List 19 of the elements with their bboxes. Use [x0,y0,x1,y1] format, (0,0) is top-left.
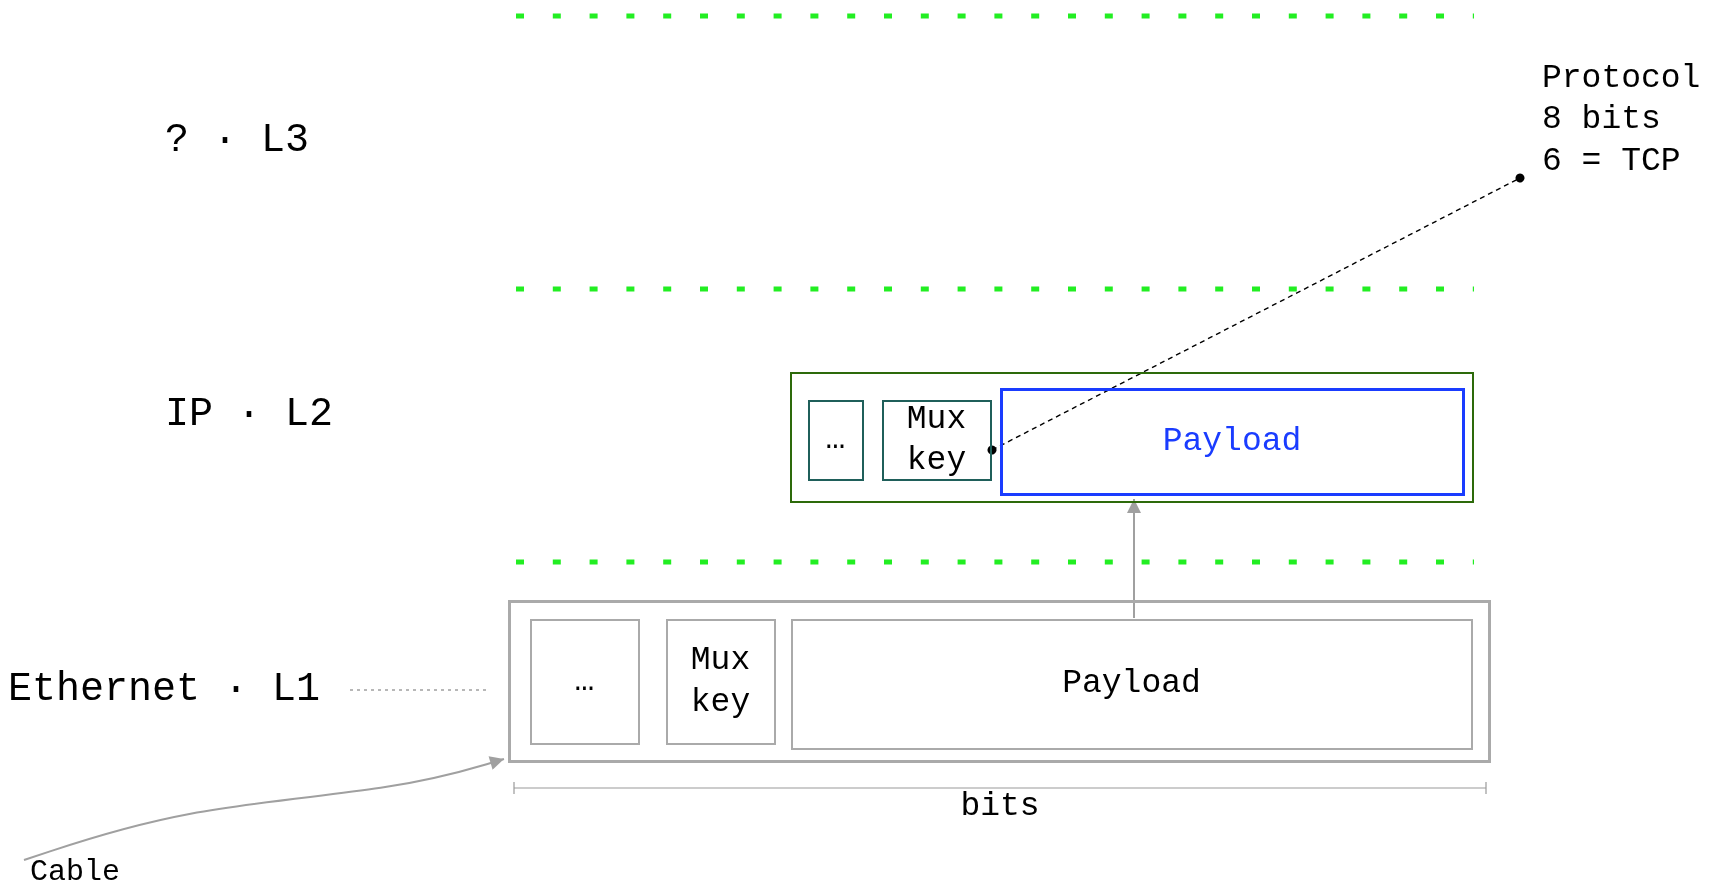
layer-label: Ethernet · L1 [8,666,321,714]
ethernet-frame [508,600,1491,763]
header-field: … [807,399,864,481]
leader-line [987,173,1525,455]
arrow [1127,498,1141,619]
layer-label: IP · L2 [165,392,334,438]
header-field: Payload [790,618,1473,750]
header-field: Mux key [881,399,992,481]
header-field: Mux key [665,618,776,745]
dimension-label: bits [959,787,1041,825]
ip-packet-frame [790,372,1474,503]
field-note: 6 = TCP [1542,141,1681,182]
payload-field: Payload [999,387,1465,496]
header-field: … [529,618,640,745]
arrow [23,756,505,861]
field-note: 8 bits [1542,100,1661,141]
field-note: Protocol [1542,59,1701,99]
cable-label: Cable [30,854,120,889]
layer-label: ? · L3 [165,118,310,164]
